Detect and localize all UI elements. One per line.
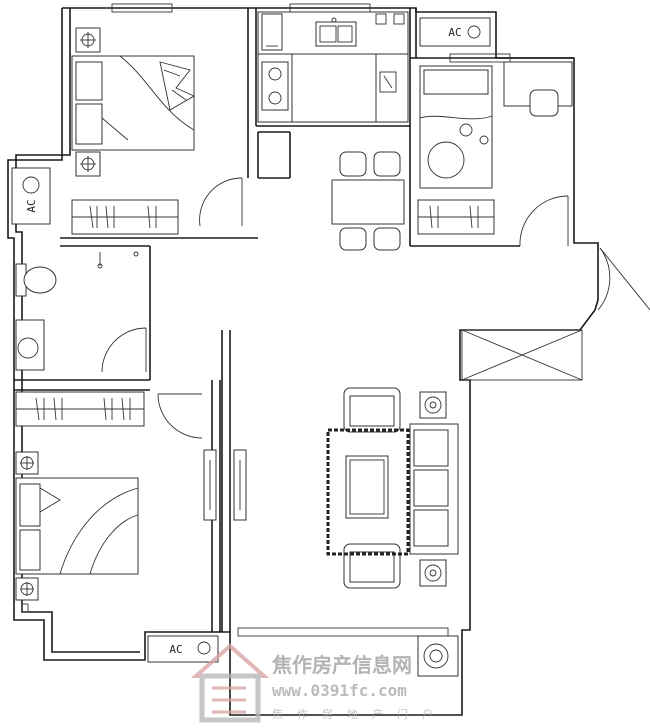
wardrobe-middle: [15, 391, 145, 427]
watermark-name: 焦作房产信息网: [272, 653, 412, 677]
ac-unit-left: AC: [11, 167, 51, 225]
bed-single-top-right: [419, 65, 493, 189]
washing-machine: [417, 635, 459, 677]
sofa-main: [409, 423, 459, 555]
rug: [326, 428, 410, 556]
washbasin: [15, 319, 45, 371]
wardrobe-top-right: [417, 199, 495, 235]
interior-walls: [14, 8, 574, 632]
nightstands-top: [75, 27, 101, 177]
ac-unit-bottom: AC: [147, 635, 219, 663]
coffee-table: [345, 455, 389, 519]
kitchen-sink: [315, 17, 357, 47]
watermark-url: www.0391fc.com: [272, 681, 407, 700]
ac-label-left: AC: [25, 199, 38, 212]
watermark: 焦作房产信息网 www.0391fc.com 焦作房地产门户: [190, 643, 447, 723]
dining-table: [331, 151, 405, 251]
side-tables: [419, 391, 447, 587]
bed-double-bottom: [15, 477, 139, 575]
toilet: [15, 263, 57, 297]
ac-label-top: AC: [448, 26, 461, 39]
nightstands-bottom: [15, 451, 39, 601]
shower-head: [97, 251, 139, 269]
watermark-subtitle: 焦作房地产门户: [272, 707, 447, 721]
desk-and-chair: [503, 61, 573, 117]
kitchen-appliance: [375, 13, 405, 93]
fridge: [261, 13, 283, 51]
stove: [261, 61, 289, 111]
ac-label-bottom: AC: [169, 643, 182, 656]
tv-cabinet: [203, 449, 247, 521]
wardrobe-top: [71, 199, 179, 235]
doors: [101, 177, 650, 439]
watermark-logo-icon: [190, 643, 270, 723]
ac-unit-top: AC: [419, 17, 491, 47]
bed-double-top: [71, 55, 195, 151]
